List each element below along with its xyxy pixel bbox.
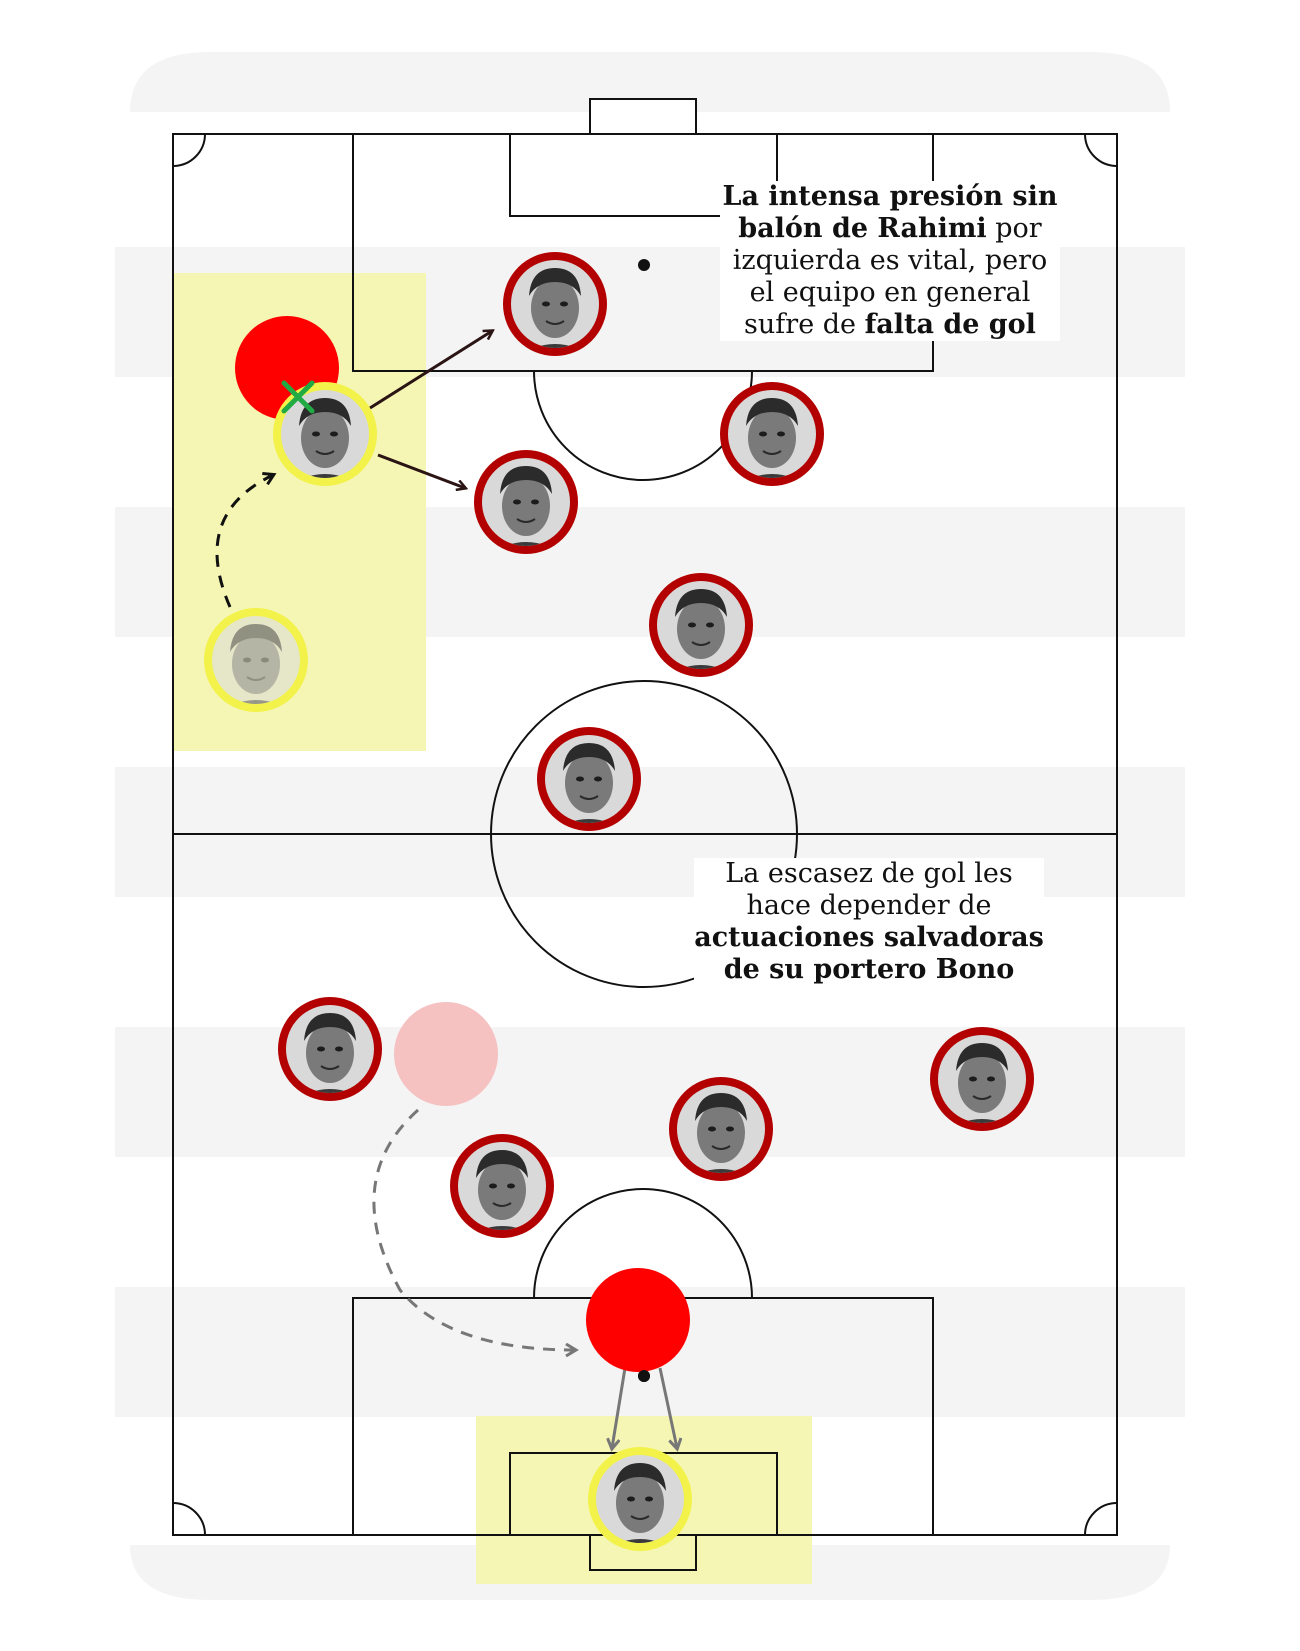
annotation-line: actuaciones salvadoras — [694, 922, 1044, 954]
annotation-line: izquierda es vital, pero — [720, 245, 1060, 277]
annotation-top: La intensa presión sin balón de Rahimi p… — [720, 181, 1060, 341]
player-token-bono — [588, 1447, 692, 1551]
top-penalty-spot — [638, 259, 650, 271]
player-token-center-def — [669, 1077, 773, 1181]
annotation-line: hace depender de — [694, 890, 1044, 922]
ghost-circle — [394, 1002, 498, 1106]
annotation-bottom: La escasez de gol les hace depender de a… — [694, 858, 1044, 986]
annotation-text: sufre de — [744, 309, 865, 340]
player-token-top-forward — [503, 252, 607, 356]
player-token-rahimi — [273, 382, 377, 486]
player-token-center-mid — [474, 450, 578, 554]
shot-arrow — [612, 1367, 627, 1448]
player-token-right-back — [930, 1027, 1034, 1131]
shot-arrow — [658, 1367, 677, 1448]
top-penalty-arc — [533, 370, 753, 481]
annotation-text: La escasez de gol les — [725, 858, 1013, 889]
player-token-right-mid — [649, 573, 753, 677]
corner-arc — [1084, 1502, 1118, 1536]
run-arrow-grey-dashed — [372, 1108, 575, 1350]
annotation-line: La escasez de gol les — [694, 858, 1044, 890]
tackle-cross-icon — [281, 380, 315, 414]
player-token-top-right-mid — [720, 382, 824, 486]
player-token-left-back-ghost — [204, 608, 308, 712]
players-layer — [204, 252, 1034, 1551]
annotation-line: La intensa presión sin — [720, 181, 1060, 213]
pass-arrow — [377, 453, 465, 488]
annotation-line: balón de Rahimi por — [720, 213, 1060, 245]
center-circle — [490, 680, 798, 988]
player-token-center-def-2 — [450, 1134, 554, 1238]
run-arrow-dashed — [215, 475, 273, 608]
bottom-penalty-spot — [638, 1370, 650, 1382]
top-six-yard-box — [509, 133, 778, 217]
annotation-text: izquierda es vital, pero — [732, 245, 1048, 276]
annotation-bold-text: balón de Rahimi — [738, 213, 987, 244]
pass-arrow — [369, 331, 492, 410]
player-token-center-attack — [537, 727, 641, 831]
top-rounded-band — [130, 52, 1170, 112]
annotation-bold-text: La intensa presión sin — [722, 181, 1058, 212]
annotation-line: de su portero Bono — [694, 954, 1044, 986]
corner-arc — [172, 133, 206, 167]
annotation-text: por — [986, 213, 1042, 244]
annotation-bold-text: de su portero Bono — [723, 954, 1015, 985]
annotation-text: hace depender de — [746, 890, 992, 921]
annotation-bold-text: falta de gol — [864, 309, 1036, 340]
corner-arc — [1084, 133, 1118, 167]
bottom-penalty-arc — [533, 1188, 753, 1299]
annotation-text: el equipo en general — [749, 277, 1031, 308]
annotation-bold-text: actuaciones salvadoras — [694, 922, 1044, 953]
player-token-left-def — [278, 997, 382, 1101]
annotation-line: sufre de falta de gol — [720, 309, 1060, 341]
top-goal — [589, 98, 697, 135]
annotation-line: el equipo en general — [720, 277, 1060, 309]
corner-arc — [172, 1502, 206, 1536]
shot-origin-circle — [586, 1268, 690, 1372]
